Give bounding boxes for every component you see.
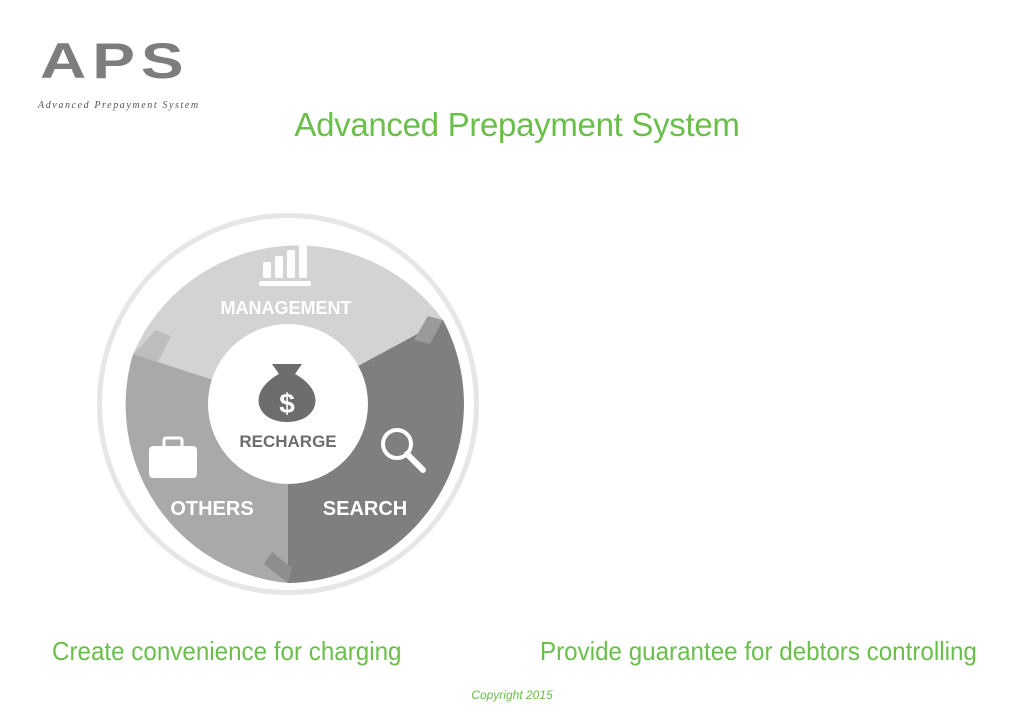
copyright-text: Copyright 2015: [471, 688, 553, 702]
page-title: Advanced Prepayment System: [294, 106, 740, 143]
bar-chart-icon: [259, 244, 311, 286]
tagline-left: Create convenience for charging: [52, 636, 402, 666]
magnifier-icon: [381, 428, 426, 473]
svg-text:$: $: [279, 388, 295, 419]
segment-label-others: OTHERS: [170, 498, 253, 520]
money-bag-icon: $: [258, 364, 316, 422]
center-label-recharge: RECHARGE: [239, 432, 336, 451]
feature-wheel: MANAGEMENT $ RECHARGE SEARCH OTHERS: [97, 213, 479, 595]
tagline-right: Provide guarantee for debtors controllin…: [540, 636, 977, 666]
logo-mark: APS: [40, 32, 190, 90]
segment-label-search: SEARCH: [323, 498, 407, 520]
aps-logo: APS Advanced Prepayment System: [38, 36, 228, 114]
logo-subtitle: Advanced Prepayment System: [38, 100, 200, 111]
segment-label-management: MANAGEMENT: [221, 298, 352, 318]
briefcase-icon: [149, 436, 197, 478]
